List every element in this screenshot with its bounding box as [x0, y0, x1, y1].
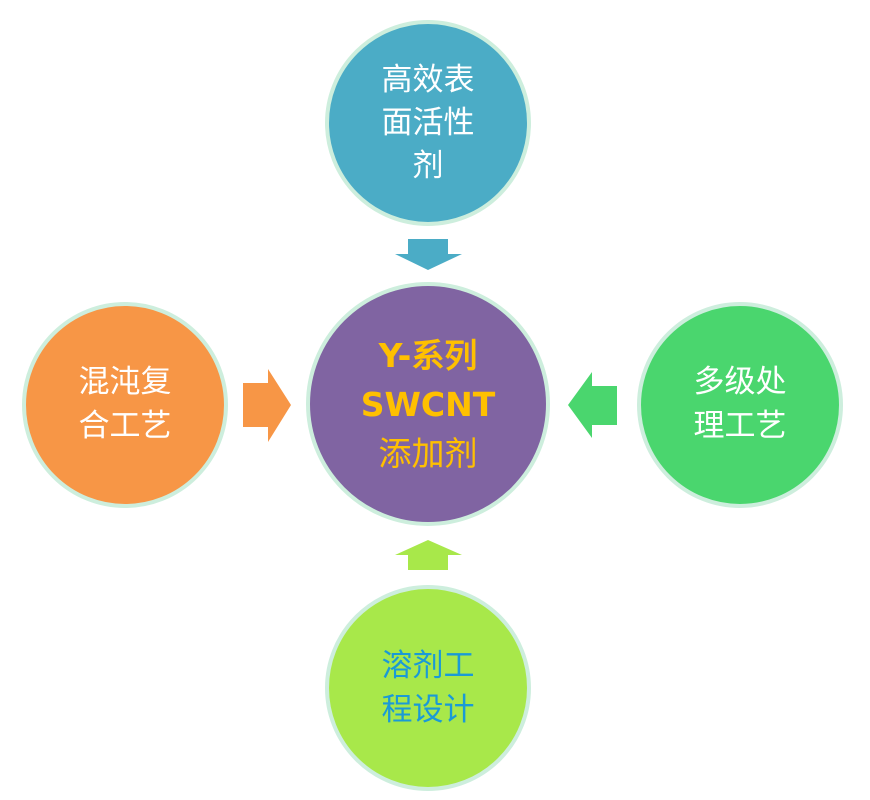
node-right: 多级处 理工艺 — [637, 302, 843, 508]
node-right-line-2: 理工艺 — [694, 408, 787, 444]
node-top-line-3: 剂 — [413, 148, 444, 184]
node-left-line-1: 混沌复 — [79, 364, 172, 400]
node-right-line-1: 多级处 — [694, 364, 787, 400]
center-line-3: 添加剂 — [379, 434, 478, 473]
arrow-right-icon — [243, 369, 291, 442]
node-top-line-2: 面活性 — [382, 105, 475, 141]
arrow-up-icon — [395, 540, 462, 570]
node-bottom-line-1: 溶剂工 — [382, 648, 475, 684]
arrow-left-icon — [568, 372, 617, 438]
node-center: Y-系列 SWCNT 添加剂 — [306, 282, 550, 526]
arrow-down-icon — [395, 239, 462, 270]
node-left-line-2: 合工艺 — [79, 408, 172, 444]
center-line-2: SWCNT — [361, 385, 496, 424]
node-bottom-line-2: 程设计 — [382, 692, 475, 728]
node-top-circle — [325, 20, 531, 226]
node-bottom-circle — [325, 585, 531, 791]
node-left: 混沌复 合工艺 — [22, 302, 228, 508]
node-left-circle — [22, 302, 228, 508]
node-right-circle — [637, 302, 843, 508]
center-circle — [306, 282, 550, 526]
center-line-1: Y-系列 — [378, 336, 478, 375]
node-top: 高效表 面活性 剂 — [325, 20, 531, 226]
node-top-line-1: 高效表 — [382, 62, 475, 98]
node-bottom: 溶剂工 程设计 — [325, 585, 531, 791]
